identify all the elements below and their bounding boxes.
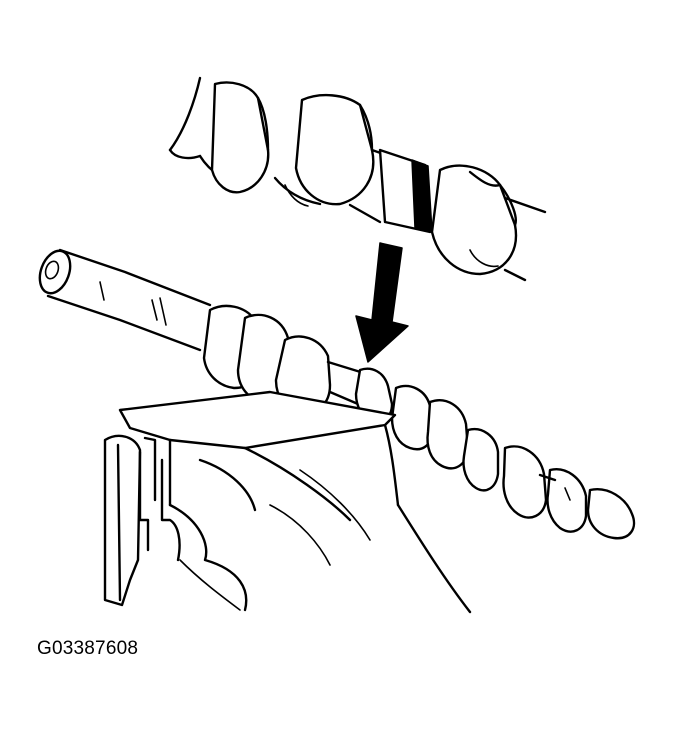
- cylinder-head-fixture: [103, 390, 472, 614]
- figure-code: G03387608: [37, 638, 139, 659]
- lower-camshaft: [38, 248, 636, 540]
- direction-arrow: [355, 242, 409, 363]
- upper-camshaft: [168, 76, 547, 282]
